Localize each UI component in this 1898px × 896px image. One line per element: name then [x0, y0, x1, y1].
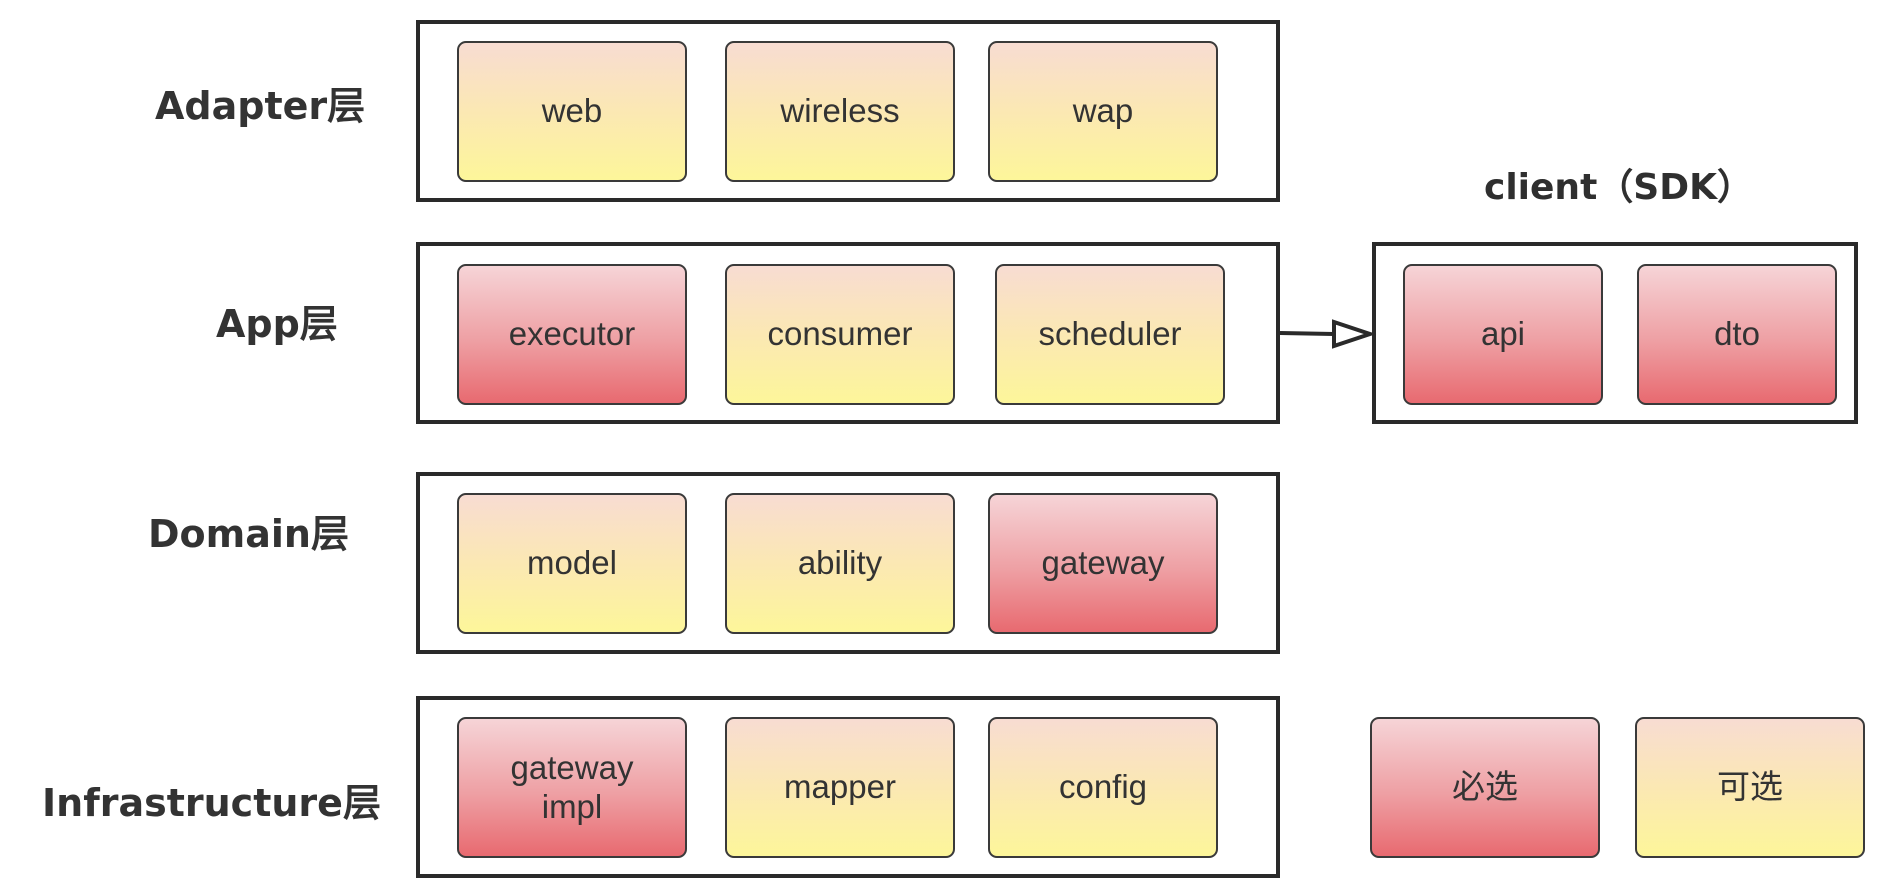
module-wap: wap: [988, 41, 1218, 182]
module-ability: ability: [725, 493, 955, 634]
module-dto-label: dto: [1714, 315, 1760, 353]
module-gateway: gateway: [988, 493, 1218, 634]
module-gateway-impl-label: gateway impl: [510, 748, 634, 825]
legend-required-label: 必选: [1452, 768, 1518, 806]
module-consumer: consumer: [725, 264, 955, 405]
layer-label-app: App层: [216, 302, 338, 346]
module-dto: dto: [1637, 264, 1837, 405]
dependency-arrow-head: [1332, 319, 1377, 349]
layer-label-adapter: Adapter层: [155, 84, 366, 128]
module-scheduler: scheduler: [995, 264, 1225, 405]
module-api-label: api: [1480, 315, 1526, 353]
layer-label-infrastructure: Infrastructure层: [42, 781, 381, 825]
module-wireless: wireless: [725, 41, 955, 182]
module-executor: executor: [457, 264, 687, 405]
client-sdk-title: client（SDK）: [1484, 167, 1753, 208]
module-executor-label: executor: [508, 315, 636, 353]
module-mapper: mapper: [725, 717, 955, 858]
module-scheduler-label: scheduler: [1038, 315, 1182, 353]
module-config: config: [988, 717, 1218, 858]
legend-optional: 可选: [1635, 717, 1865, 858]
module-gateway-label: gateway: [1041, 544, 1165, 582]
module-api: api: [1403, 264, 1603, 405]
module-consumer-label: consumer: [767, 315, 913, 353]
legend-required: 必选: [1370, 717, 1600, 858]
module-mapper-label: mapper: [784, 768, 896, 806]
dependency-arrow-line: [1279, 331, 1335, 336]
module-model: model: [457, 493, 687, 634]
module-wireless-label: wireless: [780, 92, 900, 130]
module-wap-label: wap: [1072, 92, 1134, 130]
module-web-label: web: [541, 92, 603, 130]
module-ability-label: ability: [797, 544, 883, 582]
module-gateway-impl: gateway impl: [457, 717, 687, 858]
legend-optional-label: 可选: [1717, 768, 1783, 806]
layer-label-domain: Domain层: [148, 512, 349, 556]
module-web: web: [457, 41, 687, 182]
module-config-label: config: [1058, 768, 1148, 806]
module-model-label: model: [527, 544, 617, 582]
